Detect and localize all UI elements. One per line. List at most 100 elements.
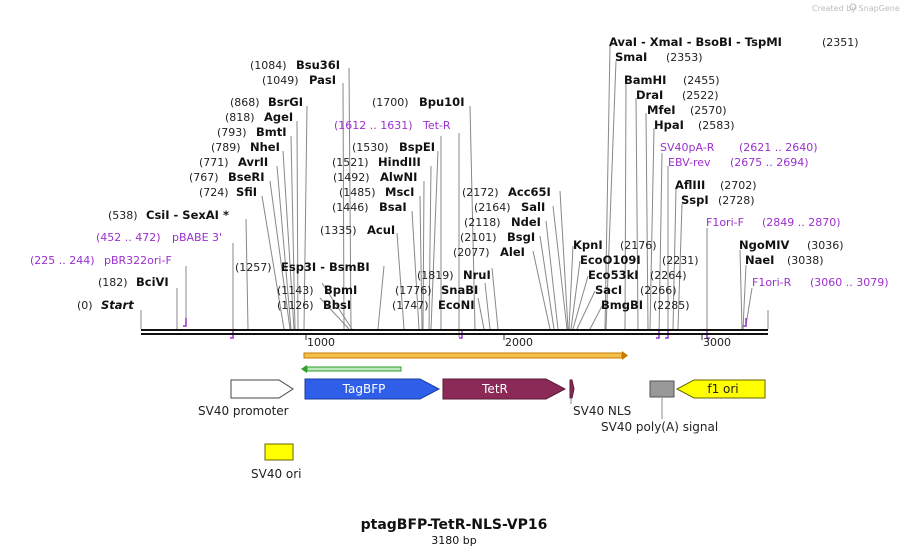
site-pos: (2101) <box>460 231 497 244</box>
orf-short-bar <box>306 366 402 372</box>
site-pos: (2231) <box>662 254 699 267</box>
site-name: AgeI <box>264 110 293 124</box>
primer-bracket-ebv-rev <box>665 330 669 339</box>
plasmid-title: ptagBFP-TetR-NLS-VP16 <box>361 517 548 533</box>
sv40-nls-label: SV40 NLS <box>573 404 631 418</box>
snapgene-logo-icon <box>849 3 857 11</box>
site-pos: (1819) <box>417 269 454 282</box>
primer-bracket-f1ori-f <box>706 330 710 339</box>
site-name: AleI <box>500 245 525 259</box>
primer-bracket-tet-r <box>459 330 463 339</box>
site-pos: (771) <box>199 156 229 169</box>
site-pos: (1485) <box>339 186 376 199</box>
site-name: BciVI <box>136 275 169 289</box>
site-pos: (2522) <box>682 89 719 102</box>
site-pos: (2621 .. 2640) <box>739 141 818 154</box>
site-pos: (3036) <box>807 239 844 252</box>
site-name: BmtI <box>256 125 287 139</box>
site-pos: (868) <box>230 96 260 109</box>
site-name: EcoO109I <box>580 253 641 267</box>
site-name: Acc65I <box>508 185 551 199</box>
site-name: SfiI <box>236 185 257 199</box>
site-name: AlwNI <box>380 170 417 184</box>
sv40-polya-label: SV40 poly(A) signal <box>601 420 718 434</box>
site-pos: (2264) <box>650 269 687 282</box>
site-pos: (2675 .. 2694) <box>730 156 809 169</box>
site-pos: (3060 .. 3079) <box>810 276 889 289</box>
site-name: Start <box>101 298 134 312</box>
site-pos: (2351) <box>822 36 859 49</box>
tagbfp-label: TagBFP <box>342 382 386 396</box>
site-pos: (538) <box>108 209 138 222</box>
site-pos: (2583) <box>698 119 735 132</box>
site-name: Bpu10I <box>419 95 464 109</box>
site-name: NaeI <box>745 253 774 267</box>
site-pos: (225 .. 244) <box>30 254 95 267</box>
orf-short-arrowhead <box>301 365 307 373</box>
site-name: NheI <box>250 140 280 154</box>
site-pos: (2728) <box>718 194 755 207</box>
site-name: BspEI <box>399 140 435 154</box>
feature-sv40-polya: SV40 poly(A) signal <box>601 380 718 434</box>
plasmid-length: 3180 bp <box>431 534 476 547</box>
site-labels: (0) Start (182) BciVI (225 .. 244) pBR32… <box>30 35 889 312</box>
site-name: AcuI <box>367 223 395 237</box>
site-name: BamHI <box>624 73 666 87</box>
site-name: BmgBI <box>601 298 643 312</box>
site-pos: (818) <box>225 111 255 124</box>
feature-f1-ori: f1 ori <box>675 379 766 399</box>
tick-label-1000: 1000 <box>307 336 335 349</box>
backbone <box>141 329 768 335</box>
site-name: HpaI <box>654 118 684 132</box>
axis-ticks: 1000 2000 3000 <box>305 335 731 349</box>
site-pos: (2849 .. 2870) <box>762 216 841 229</box>
site-pos: (724) <box>199 186 229 199</box>
primer-bracket-pbabe3 <box>230 330 234 339</box>
tick-label-2000: 2000 <box>505 336 533 349</box>
f1ori-label: f1 ori <box>707 382 738 396</box>
site-name: BpmI <box>324 283 357 297</box>
orf-bars <box>301 351 628 373</box>
sv40-promoter-label: SV40 promoter <box>198 404 289 418</box>
site-name: pBR322ori-F <box>104 254 172 267</box>
site-pos: (2702) <box>720 179 757 192</box>
site-pos: (2285) <box>653 299 690 312</box>
feature-tetr: TetR <box>442 378 567 400</box>
site-pos: (2455) <box>683 74 720 87</box>
orf-long-bar <box>303 352 623 359</box>
feature-sv40-nls: SV40 NLS <box>569 379 631 418</box>
site-pos: (1049) <box>262 74 299 87</box>
site-name: BbsI <box>323 298 351 312</box>
site-pos: (1612 .. 1631) <box>334 119 413 132</box>
site-name: AvrII <box>238 155 268 169</box>
site-name: KpnI <box>573 238 603 252</box>
site-pos: (452 .. 472) <box>96 231 161 244</box>
site-name: SspI <box>681 193 709 207</box>
site-pos: (1446) <box>332 201 369 214</box>
site-name: BsaI <box>379 200 407 214</box>
feature-tagbfp: TagBFP <box>304 378 441 400</box>
site-pos: (1776) <box>395 284 432 297</box>
site-pos: (2176) <box>620 239 657 252</box>
site-name: Bsu36I <box>296 58 340 72</box>
primer-brackets <box>183 318 747 339</box>
site-name: SV40pA-R <box>660 141 715 154</box>
site-name: BseRI <box>228 170 265 184</box>
site-name: Eco53kI <box>588 268 639 282</box>
primer-bracket-pbr322ori-f <box>183 318 187 327</box>
site-pos: (789) <box>211 141 241 154</box>
site-name: PasI <box>309 73 336 87</box>
site-name: SalI <box>521 200 545 214</box>
site-pos: (1126) <box>277 299 314 312</box>
site-pos: (1530) <box>352 141 389 154</box>
site-name: pBABE 3' <box>172 231 222 244</box>
site-pos: (1084) <box>250 59 287 72</box>
site-name: Tet-R <box>422 119 451 132</box>
site-name: SacI <box>595 283 622 297</box>
site-pos: (1143) <box>277 284 314 297</box>
site-name: F1ori-F <box>706 216 744 229</box>
site-pos: (2172) <box>462 186 499 199</box>
site-name: HindIII <box>378 155 421 169</box>
site-pos: (2118) <box>464 216 501 229</box>
